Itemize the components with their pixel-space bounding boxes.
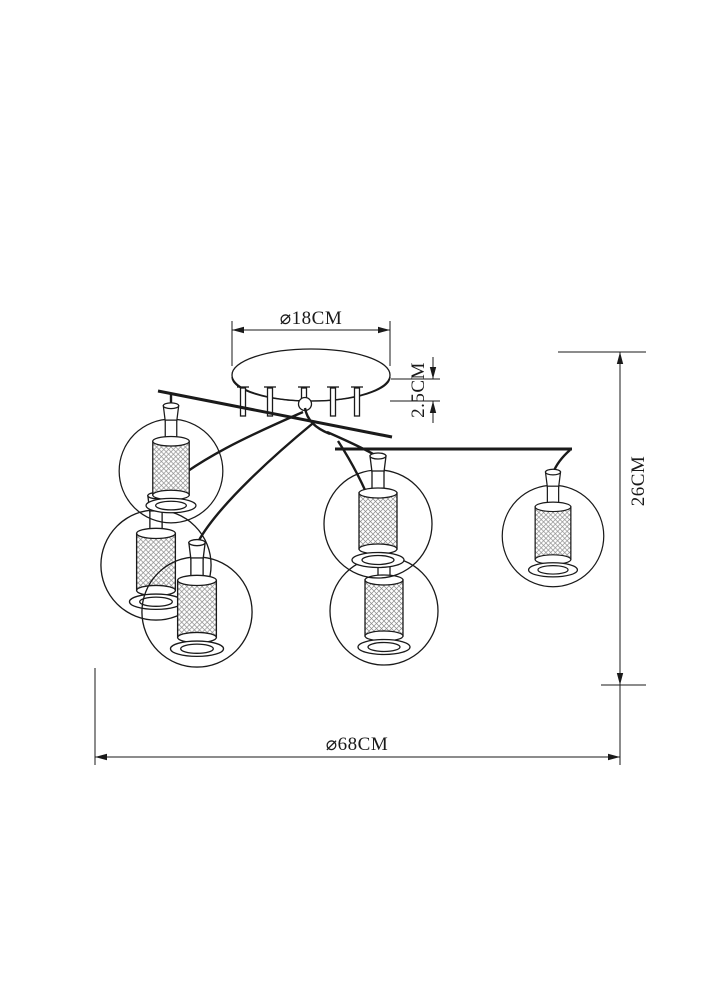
lamp-arm-curved [303,407,331,436]
canopy-post [239,387,247,417]
dimension-overall-height: 26CM [558,351,649,765]
canopy-post [266,387,274,417]
lamp-arm-curved [326,430,379,458]
canopy-post [353,387,361,417]
overall-height-label: 26CM [628,456,649,507]
canopy-post [329,387,337,417]
lamp-arm-curved [196,423,313,543]
dimension-overall-diameter: ⌀68CM [94,668,620,765]
dimension-canopy-height: 2.5CM [390,357,440,423]
lamp-globe-4 [323,452,433,579]
canopy-body [231,348,391,402]
lamp-globe-6 [501,468,605,588]
canopy-posts [237,386,363,417]
canopy-diameter-label: ⌀18CM [280,308,343,329]
lamp-globe-1 [118,402,224,524]
dimension-canopy-diameter: ⌀18CM [231,308,391,366]
canopy-height-label: 2.5CM [408,362,429,418]
lamp-arm-rod-left [157,389,393,439]
ceiling-canopy [231,348,391,402]
lamp-arms [157,389,572,545]
overall-diameter-label: ⌀68CM [326,734,389,755]
